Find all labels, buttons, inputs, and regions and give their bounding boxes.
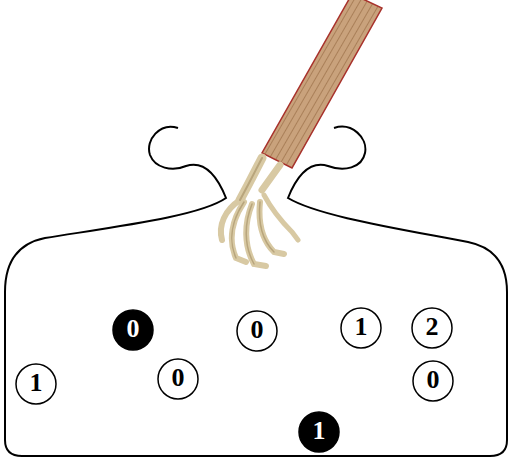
ball-number: 0 [251,317,264,343]
ball-number: 1 [313,418,326,444]
skeleton-hand [221,158,298,266]
ball-number: 0 [172,365,185,391]
number-ball: 1 [298,411,340,453]
ball-number: 0 [127,316,140,342]
number-ball: 2 [411,307,453,349]
number-ball: 0 [157,358,199,400]
ball-number: 1 [355,314,368,340]
number-ball: 0 [112,309,154,351]
vase-outline [5,127,507,456]
number-ball: 0 [412,360,454,402]
number-ball: 1 [340,307,382,349]
rope [262,0,382,168]
ball-number: 1 [30,370,43,396]
number-ball: 1 [15,363,57,405]
ball-number: 2 [426,314,439,340]
number-ball: 0 [236,310,278,352]
ball-number: 0 [427,367,440,393]
